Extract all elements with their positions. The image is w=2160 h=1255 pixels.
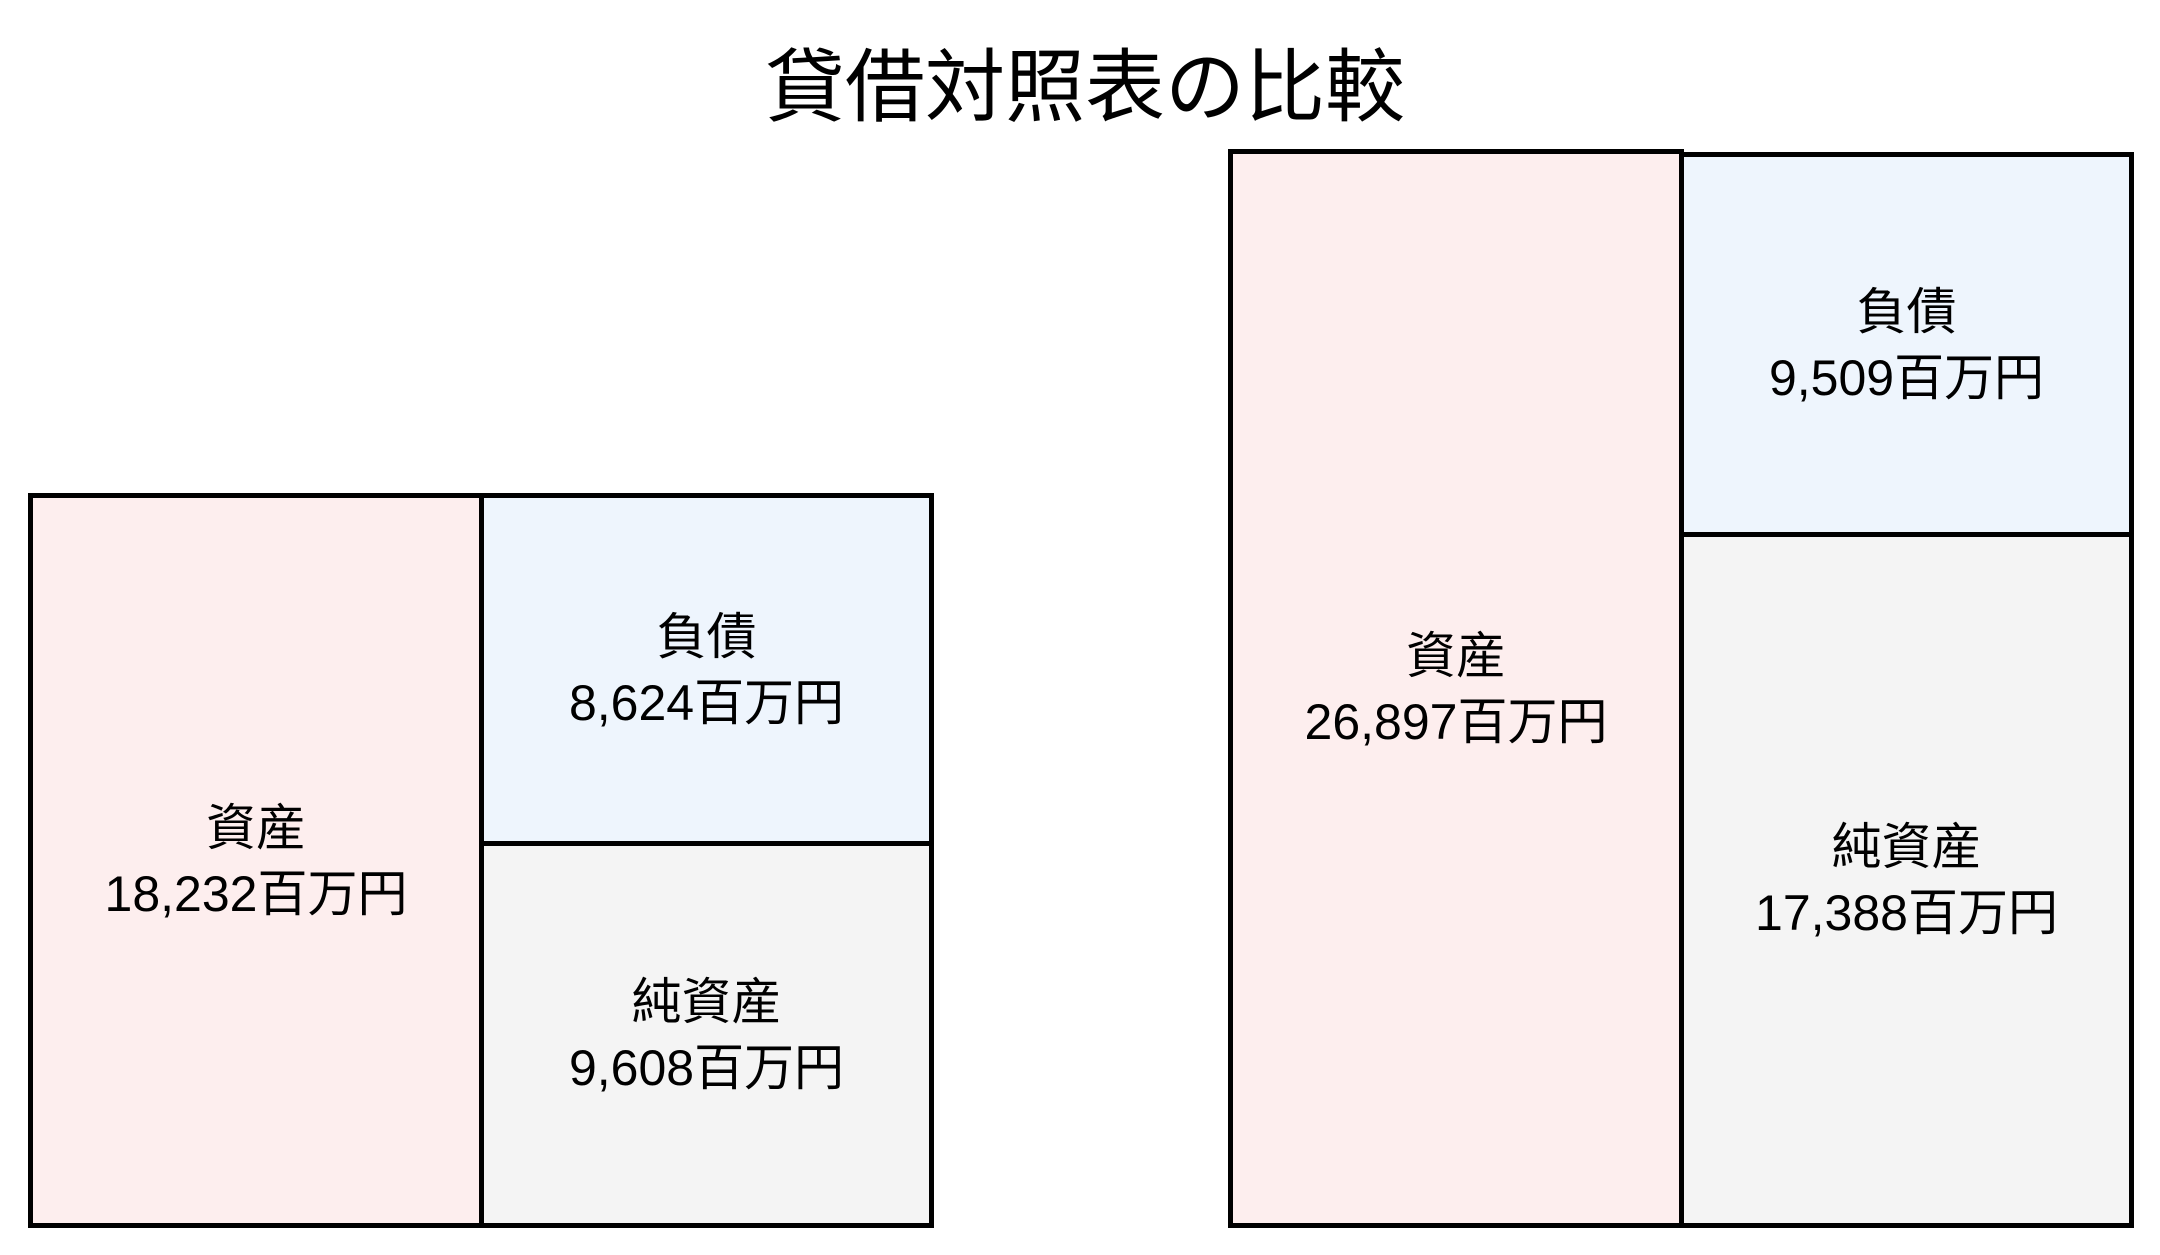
right-assets-value: 26,897百万円: [1304, 692, 1608, 751]
left-liabilities-label: 負債: [656, 607, 757, 666]
left-assets-block: 資産 18,232百万円: [28, 493, 484, 1228]
left-liabilities-value: 8,624百万円: [568, 673, 845, 732]
left-assets-value: 18,232百万円: [104, 864, 408, 923]
right-net-assets-block: 純資産 17,388百万円: [1679, 532, 2134, 1228]
right-net-assets-value: 17,388百万円: [1755, 884, 2058, 942]
right-balance-sheet: 資産 26,897百万円 負債 9,509百万円 純資産 17,388百万円: [1228, 149, 2134, 1228]
right-liabilities-label: 負債: [1856, 282, 1957, 341]
right-liabilities-value: 9,509百万円: [1768, 348, 2045, 407]
right-assets-label: 資産: [1406, 626, 1506, 685]
right-net-assets-label: 純資産: [1831, 818, 1982, 876]
left-liabilities-block: 負債 8,624百万円: [479, 493, 934, 846]
right-liabilities-block: 負債 9,509百万円: [1679, 152, 2134, 537]
right-assets-block: 資産 26,897百万円: [1228, 149, 1684, 1228]
left-net-assets-value: 9,608百万円: [568, 1038, 845, 1097]
left-balance-sheet: 資産 18,232百万円 負債 8,624百万円 純資産 9,608百万円: [28, 493, 934, 1228]
left-assets-label: 資産: [206, 798, 306, 857]
left-net-assets-block: 純資産 9,608百万円: [479, 841, 934, 1228]
chart-title: 貸借対照表の比較: [765, 41, 1405, 134]
left-net-assets-label: 純資産: [631, 972, 782, 1031]
